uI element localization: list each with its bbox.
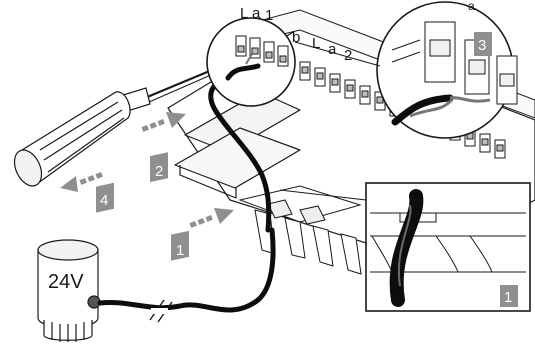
step-badge-4: 4: [96, 183, 114, 213]
terminal-label-1-top: 1: [265, 7, 273, 24]
terminal-screw: [317, 73, 323, 79]
terminal-label-l-top: L: [240, 5, 248, 22]
terminal-label-a-mid: a: [328, 41, 337, 58]
terminal-detail-circle: [207, 18, 295, 106]
actuator-voltage-label: 24V: [48, 271, 84, 293]
terminal-label-l-mid: L: [312, 35, 320, 52]
step-badge-3: 3: [474, 32, 492, 56]
cable-break-mark: [150, 300, 172, 322]
terminal-screw: [347, 85, 353, 91]
terminal-screw: [362, 91, 368, 97]
svg-text:4: 4: [100, 192, 108, 209]
step-badge-1: 1: [171, 231, 189, 261]
terminal-screw: [302, 67, 308, 73]
terminal-screw: [482, 139, 488, 145]
terminal-label-a-partial: a: [468, 0, 475, 13]
terminal-screw: [377, 97, 383, 103]
terminal-screw: [332, 79, 338, 85]
terminal-label-a-top: a: [252, 5, 261, 22]
step-badge-2: 2: [150, 152, 168, 182]
svg-text:3: 3: [478, 37, 486, 54]
detail-step-badge-1: 1: [500, 285, 518, 307]
svg-text:2: 2: [155, 163, 163, 180]
svg-text:1: 1: [176, 242, 184, 259]
arrow-insert-cable: [189, 208, 234, 228]
terminal-label-b: b: [292, 29, 300, 46]
terminal-label-2: 2: [344, 47, 352, 64]
terminal-screw: [497, 145, 503, 151]
svg-text:1: 1: [504, 289, 512, 306]
